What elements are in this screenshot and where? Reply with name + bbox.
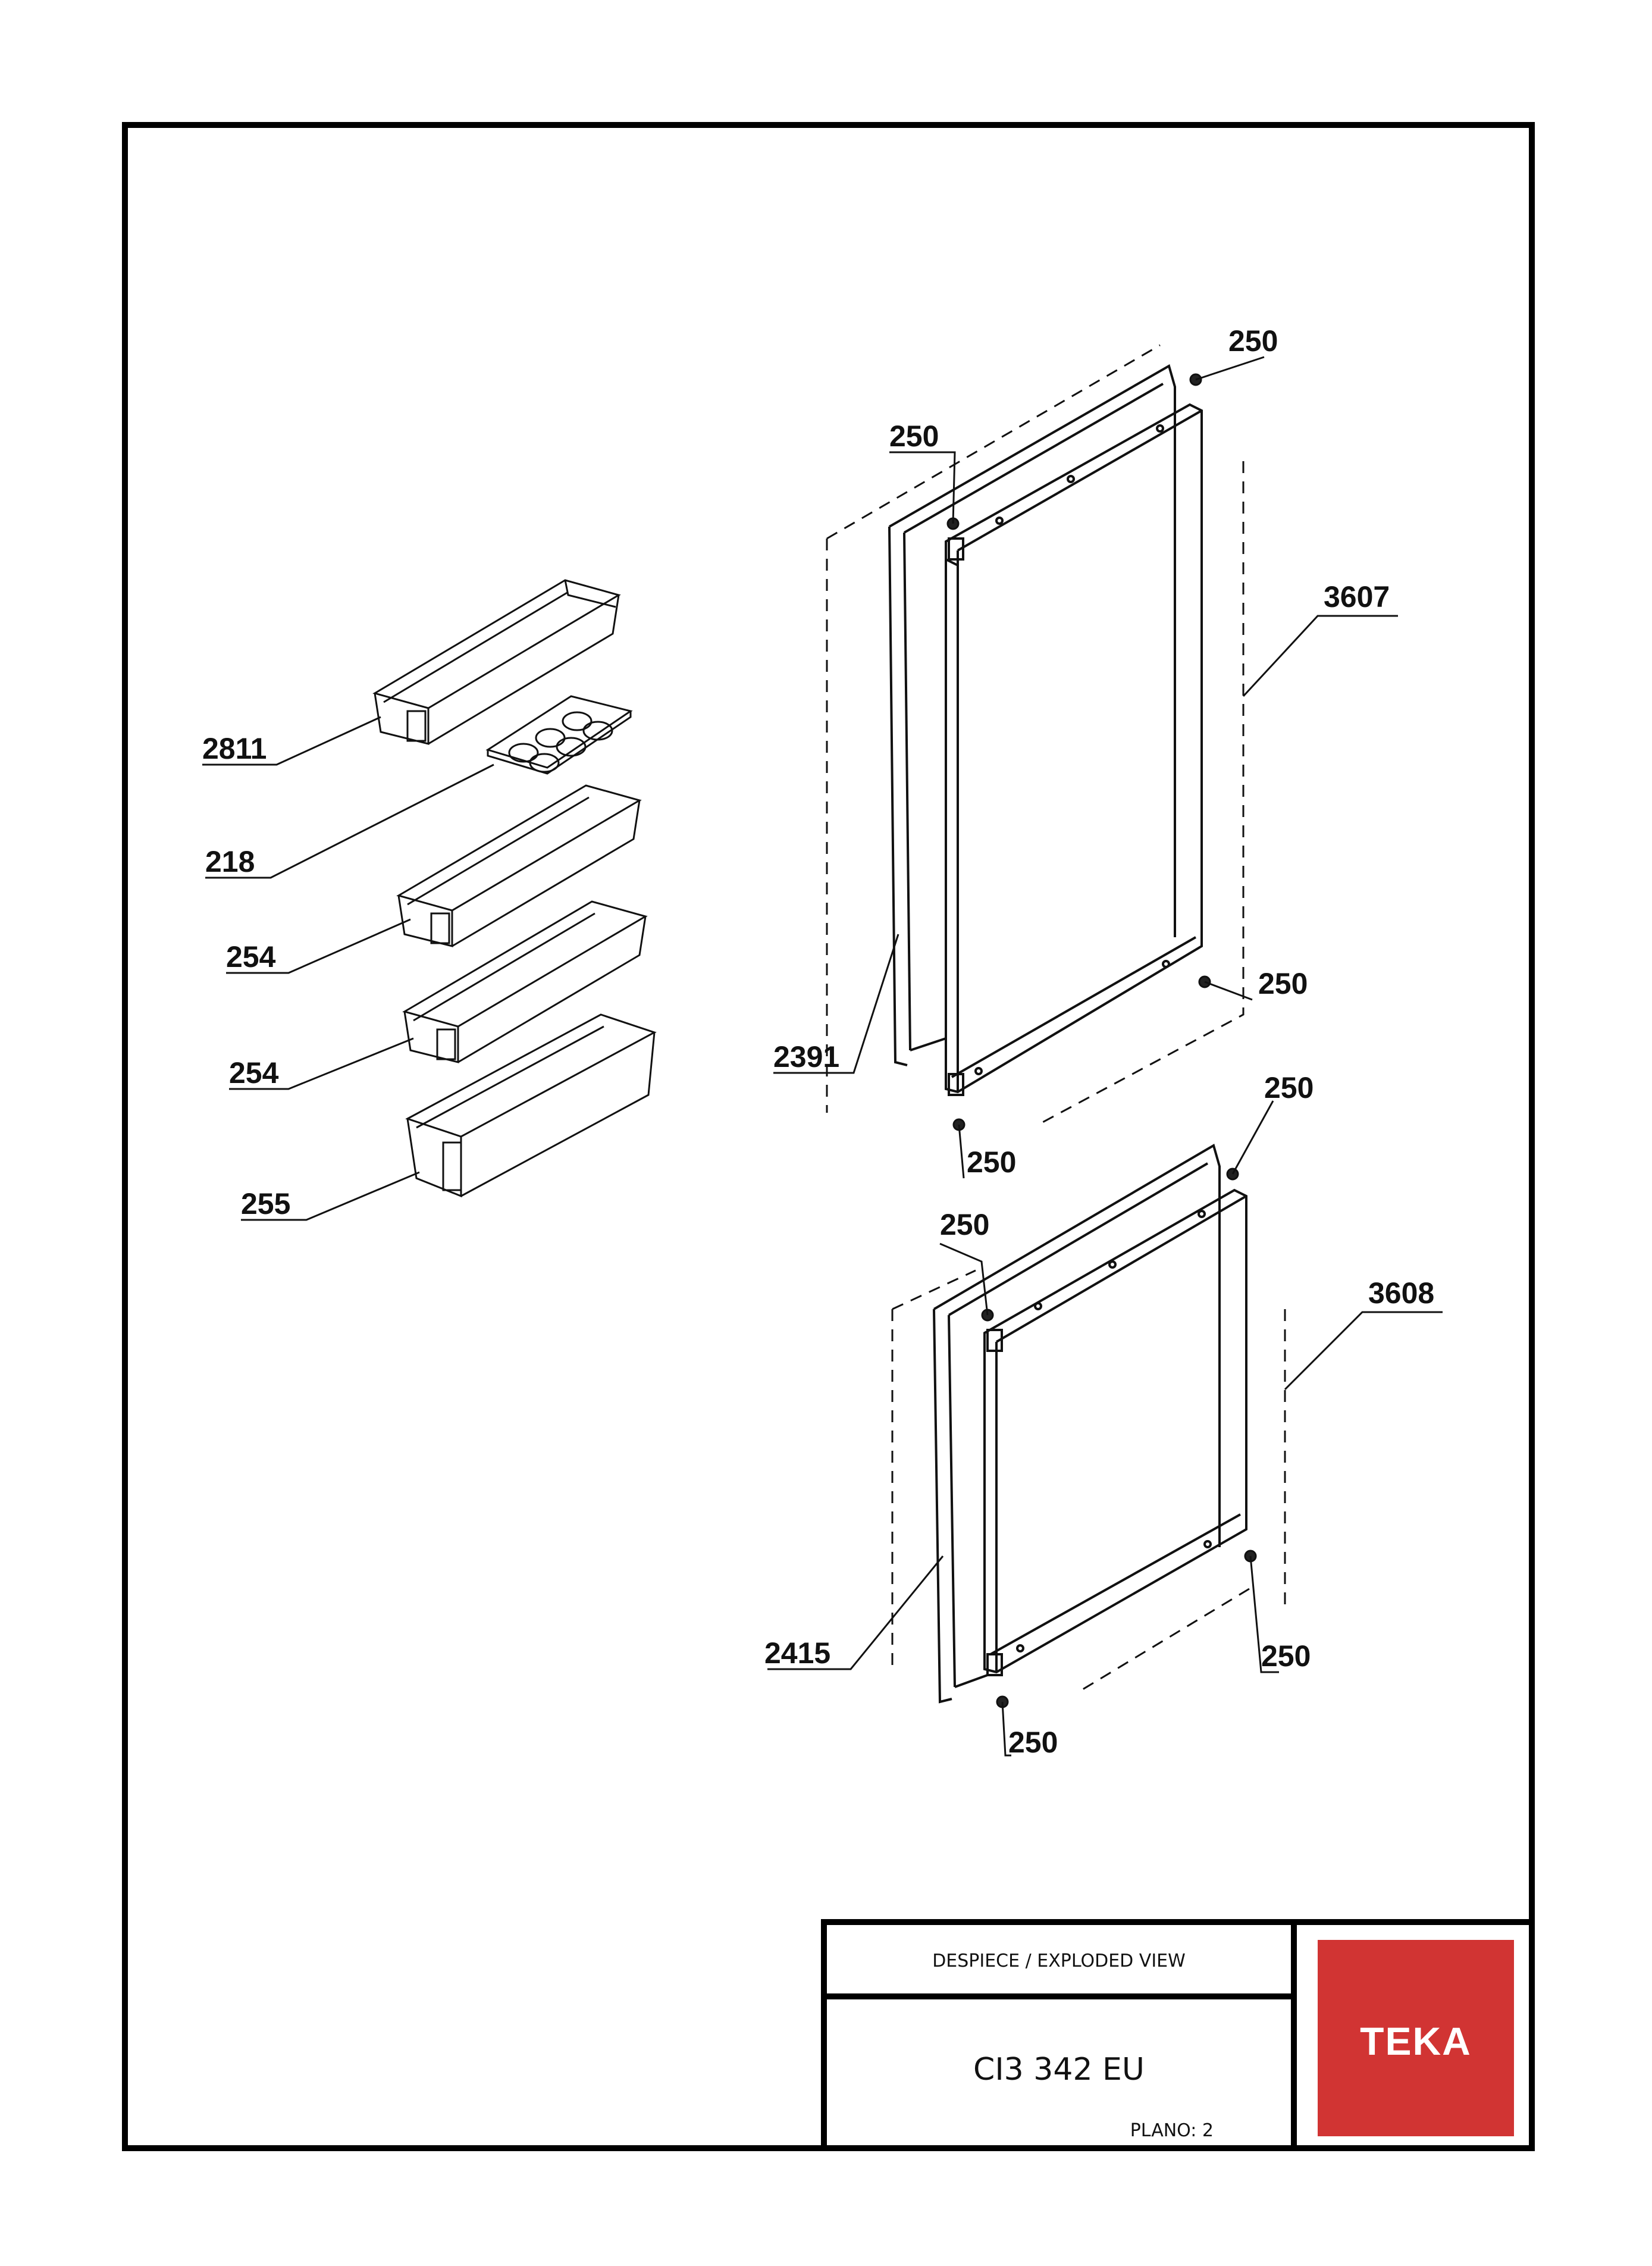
callout-250-upper-left: 250 <box>889 420 939 453</box>
bin-2811 <box>372 579 621 745</box>
callout-218: 218 <box>205 845 255 878</box>
callout-2415: 2415 <box>764 1636 830 1670</box>
callout-255: 255 <box>241 1187 290 1220</box>
upper-door-dashed-envelope <box>826 344 1245 1126</box>
brand-logo-box <box>1318 1940 1514 2136</box>
callout-3607: 3607 <box>1324 580 1390 614</box>
bushing-250-icons <box>946 373 1257 1708</box>
callout-250-lower-left-top: 250 <box>940 1208 989 1241</box>
callout-3608: 3608 <box>1368 1276 1434 1310</box>
title-block: DESPIECE / EXPLODED VIEW CI3 342 EU PLAN… <box>821 1919 1535 2151</box>
drawing-frame <box>122 122 1535 2151</box>
upper-door-panel-3607 <box>945 403 1203 1096</box>
title-heading: DESPIECE / EXPLODED VIEW <box>932 1951 1186 1971</box>
callout-250-lower-left-bottom: 250 <box>1008 1726 1058 1759</box>
callout-250-lower-right-bottom: 250 <box>1261 1639 1311 1673</box>
brand-logo: TEKA <box>1360 2019 1472 2063</box>
callout-2811: 2811 <box>202 732 267 765</box>
callout-250-lower-right-top: 250 <box>1264 1071 1314 1104</box>
lower-door-dashed-envelope <box>891 1269 1286 1694</box>
lower-door-panel-3608 <box>983 1188 1247 1676</box>
upper-door-gasket-2391 <box>888 364 1176 1066</box>
callout-250-upper-right-bottom: 250 <box>1258 967 1308 1000</box>
callout-254-lower: 254 <box>229 1056 279 1090</box>
bin-254-lower <box>402 900 648 1063</box>
plan-number: PLANO: 2 <box>1130 2120 1214 2141</box>
callout-250-top-right: 250 <box>1228 324 1278 358</box>
callout-250-upper-left-bottom: 250 <box>967 1145 1016 1179</box>
leader-lines <box>202 356 1443 1757</box>
callout-2391: 2391 <box>773 1040 839 1073</box>
callout-254-upper: 254 <box>226 940 276 974</box>
bin-255 <box>405 1013 657 1198</box>
lower-door-gasket-2415 <box>933 1143 1221 1704</box>
bin-254-upper <box>396 784 642 947</box>
egg-tray-218 <box>485 695 633 775</box>
model-name: CI3 342 EU <box>973 2052 1145 2087</box>
